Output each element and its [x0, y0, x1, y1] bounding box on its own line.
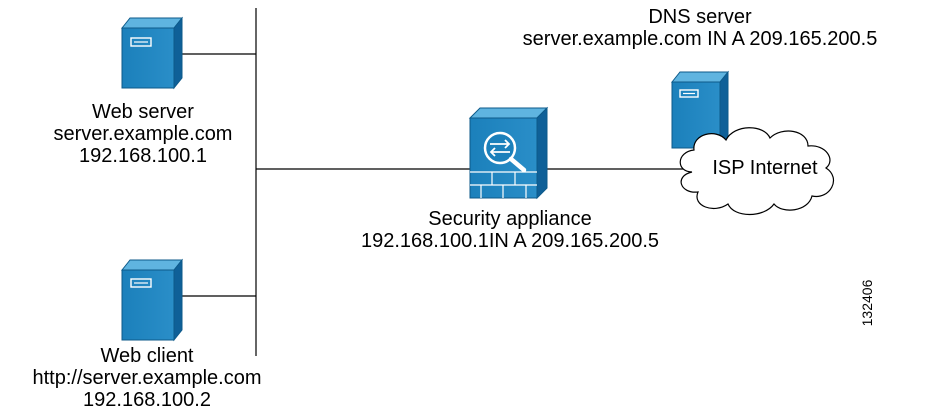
web-client-ip: 192.168.100.2	[83, 389, 211, 411]
dns-server-label: DNS server server.example.com IN A 209.1…	[480, 6, 920, 50]
internet-label: ISP Internet	[712, 157, 818, 179]
figure-id: 132406	[859, 279, 875, 327]
web-client-name: Web client	[100, 345, 194, 367]
web-client-label: Web client http://server.example.com 192…	[4, 345, 290, 411]
web-server-hostname: server.example.com	[53, 123, 233, 145]
web-server-icon	[120, 16, 184, 90]
web-client-url: http://server.example.com	[32, 367, 262, 389]
web-client-icon	[120, 258, 184, 342]
dns-server-record: server.example.com IN A 209.165.200.5	[522, 28, 878, 50]
internet-cloud-icon	[679, 127, 834, 216]
web-server-label: Web server server.example.com 192.168.10…	[40, 101, 246, 167]
security-appliance-icon	[468, 106, 549, 200]
web-server-name: Web server	[92, 101, 194, 123]
security-appliance-label: Security appliance 192.168.100.1IN A 209…	[300, 208, 720, 252]
security-appliance-record: 192.168.100.1IN A 209.165.200.5	[360, 230, 660, 252]
dns-server-name: DNS server	[648, 6, 752, 28]
web-server-ip: 192.168.100.1	[79, 145, 207, 167]
security-appliance-name: Security appliance	[428, 208, 592, 230]
